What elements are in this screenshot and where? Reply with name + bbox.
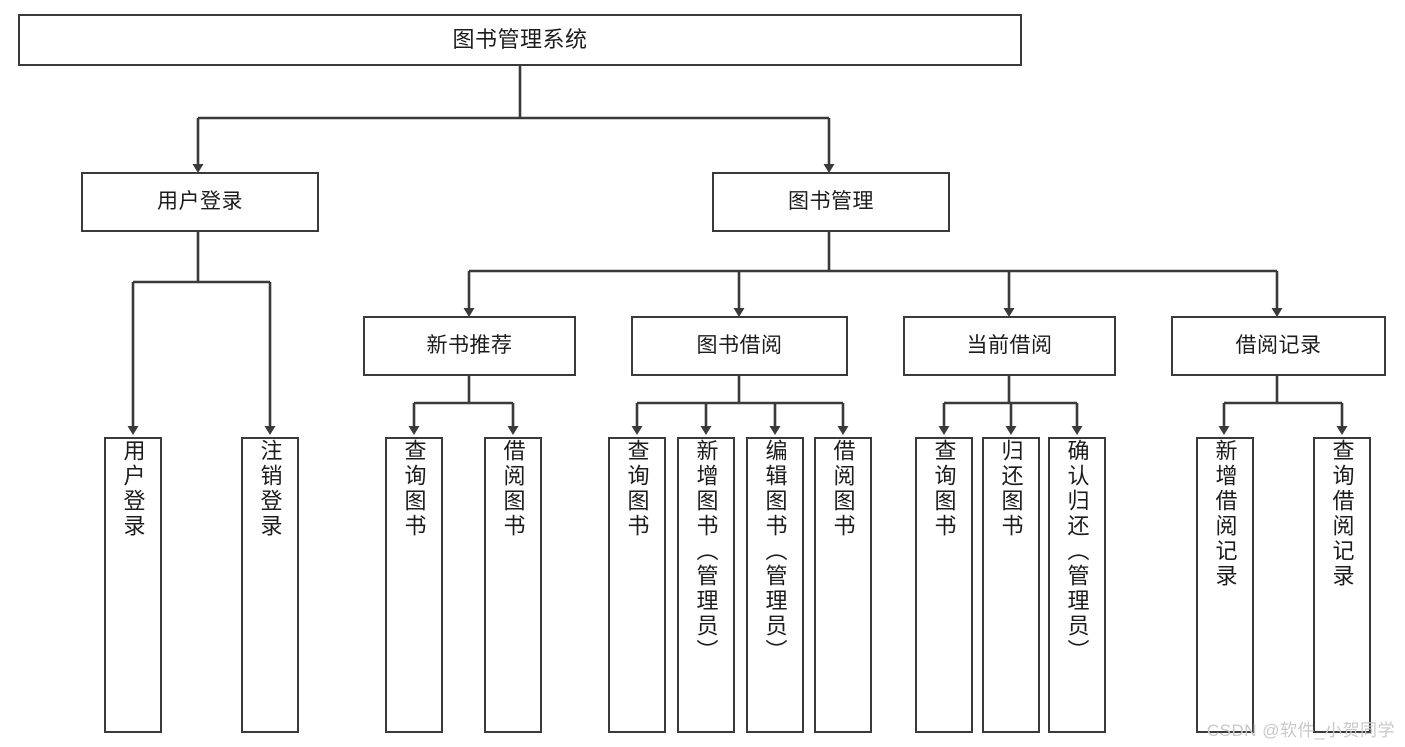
node-book-borrow-label: 图书借阅 <box>696 333 783 357</box>
leaf-add-book-label: 新增图书（管理员） <box>693 439 719 664</box>
node-user-login-label: 用户登录 <box>157 189 243 213</box>
leaf-borrow-book-1-label: 借阅图书 <box>500 439 526 539</box>
node-root-label: 图书管理系统 <box>452 27 588 53</box>
leaf-query-book-3[interactable]: 查询图书 <box>915 437 973 733</box>
leaf-add-record[interactable]: 新增借阅记录 <box>1196 437 1254 733</box>
leaf-query-book-2[interactable]: 查询图书 <box>608 437 666 733</box>
leaf-borrow-book-2[interactable]: 借阅图书 <box>814 437 872 733</box>
leaf-query-book-3-label: 查询图书 <box>931 439 957 539</box>
leaf-query-record-label: 查询借阅记录 <box>1329 439 1355 589</box>
node-book-manage[interactable]: 图书管理 <box>712 172 950 232</box>
node-book-manage-label: 图书管理 <box>788 189 874 213</box>
leaf-confirm-return-label: 确认归还（管理员） <box>1064 439 1090 664</box>
node-root[interactable]: 图书管理系统 <box>18 14 1022 66</box>
node-borrow-record[interactable]: 借阅记录 <box>1171 316 1386 376</box>
leaf-confirm-return[interactable]: 确认归还（管理员） <box>1048 437 1106 733</box>
node-new-book-recommend-label: 新书推荐 <box>426 333 513 357</box>
leaf-logout-login[interactable]: 注销登录 <box>241 437 299 733</box>
node-current-borrow[interactable]: 当前借阅 <box>903 316 1116 376</box>
leaf-user-login[interactable]: 用户登录 <box>104 437 162 733</box>
leaf-user-login-label: 用户登录 <box>120 439 146 539</box>
leaf-edit-book[interactable]: 编辑图书（管理员） <box>746 437 804 733</box>
leaf-add-book[interactable]: 新增图书（管理员） <box>677 437 735 733</box>
leaf-query-book-1-label: 查询图书 <box>401 439 427 539</box>
watermark-text: CSDN @软件_小贺同学 <box>1206 721 1395 740</box>
leaf-edit-book-label: 编辑图书（管理员） <box>762 439 788 664</box>
node-borrow-record-label: 借阅记录 <box>1235 333 1322 357</box>
node-new-book-recommend[interactable]: 新书推荐 <box>363 316 576 376</box>
node-user-login[interactable]: 用户登录 <box>81 172 319 232</box>
leaf-query-record[interactable]: 查询借阅记录 <box>1313 437 1371 733</box>
node-book-borrow[interactable]: 图书借阅 <box>631 316 848 376</box>
leaf-return-book[interactable]: 归还图书 <box>982 437 1040 733</box>
node-current-borrow-label: 当前借阅 <box>966 333 1053 357</box>
leaf-query-book-2-label: 查询图书 <box>624 439 650 539</box>
leaf-return-book-label: 归还图书 <box>998 439 1024 539</box>
leaf-query-book-1[interactable]: 查询图书 <box>385 437 443 733</box>
leaf-add-record-label: 新增借阅记录 <box>1212 439 1238 589</box>
leaf-borrow-book-1[interactable]: 借阅图书 <box>484 437 542 733</box>
leaf-logout-login-label: 注销登录 <box>257 439 283 539</box>
leaf-borrow-book-2-label: 借阅图书 <box>830 439 856 539</box>
